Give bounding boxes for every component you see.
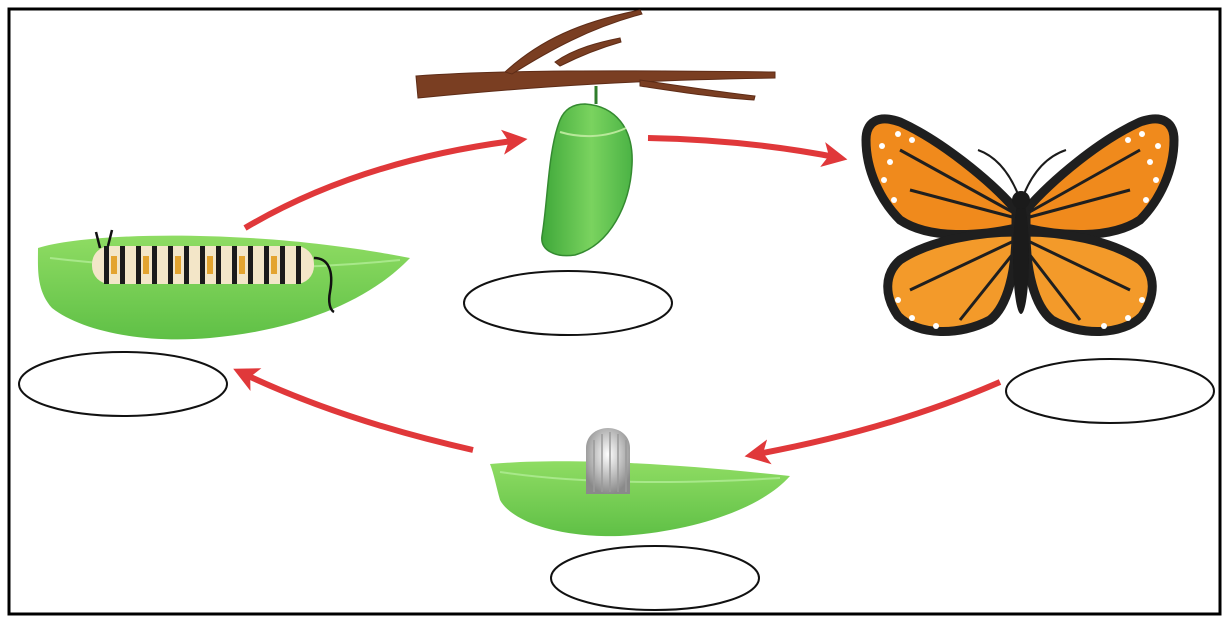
arrow-butterfly-to-egg <box>752 382 1000 455</box>
arrow-chrysalis-to-butterfly <box>648 138 840 158</box>
egg-stage <box>490 428 790 610</box>
chrysalis-stage <box>416 10 775 335</box>
butterfly-stage <box>866 119 1214 423</box>
egg-icon <box>586 428 630 494</box>
label-oval-egg[interactable] <box>551 546 759 610</box>
caterpillar-stage <box>19 230 410 416</box>
label-oval-chrysalis[interactable] <box>464 271 672 335</box>
leaf-icon <box>490 461 790 536</box>
arrow-caterpillar-to-chrysalis <box>245 140 520 228</box>
chrysalis-icon <box>542 104 632 256</box>
label-oval-caterpillar[interactable] <box>19 352 227 416</box>
label-oval-butterfly[interactable] <box>1006 359 1214 423</box>
arrow-egg-to-caterpillar <box>240 372 473 450</box>
butterfly-icon <box>866 119 1174 332</box>
